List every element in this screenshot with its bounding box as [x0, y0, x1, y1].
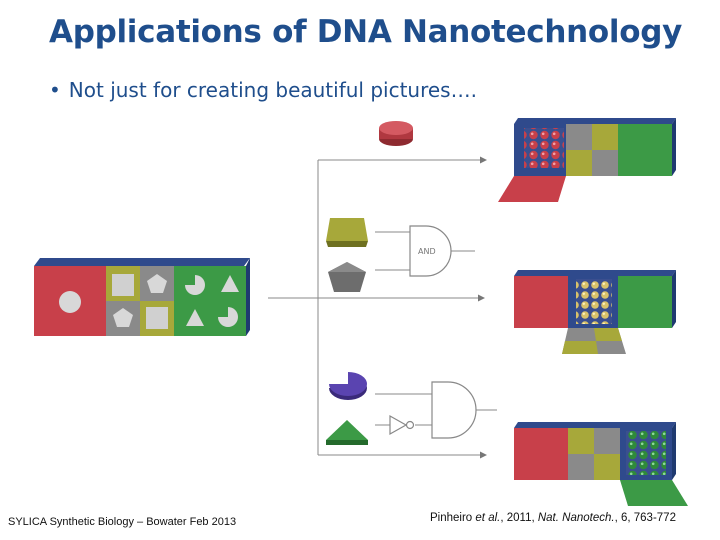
and-gate-label: AND	[418, 247, 436, 256]
and-not-gate	[389, 381, 477, 439]
bullet-point: • Not just for creating beautiful picture…	[49, 78, 477, 102]
footer-credit: SYLICA Synthetic Biology – Bowater Feb 2…	[8, 516, 237, 528]
key-green-triangle-icon	[326, 420, 368, 445]
citation-rest: , 6, 763-772	[614, 512, 676, 524]
citation-journal: Nat. Nanotech.	[537, 512, 615, 524]
key-olive-square-icon	[326, 218, 368, 247]
inverter-icon	[389, 414, 408, 436]
closed-dna-box	[34, 258, 250, 336]
connector-lines	[268, 156, 497, 459]
bullet-symbol: •	[49, 78, 61, 102]
open-box-red	[498, 118, 676, 202]
open-box-green	[514, 422, 688, 506]
key-purple-pacman-icon	[329, 372, 367, 400]
bullet-text: Not just for creating beautiful pictures…	[68, 78, 477, 102]
citation-author: Pinheiro	[430, 512, 473, 524]
citation-etal: et al.	[475, 512, 501, 524]
open-box-gold	[514, 270, 676, 354]
key-red-disc-icon	[379, 121, 413, 146]
slide-title: Applications of DNA Nanotechnology	[49, 14, 683, 50]
key-gray-pentagon-icon	[328, 262, 366, 292]
and-gate: AND	[409, 225, 452, 277]
citation: Pinheiro et al., 2011, Nat. Nanotech., 6…	[430, 512, 676, 524]
citation-year: , 2011,	[500, 512, 538, 524]
